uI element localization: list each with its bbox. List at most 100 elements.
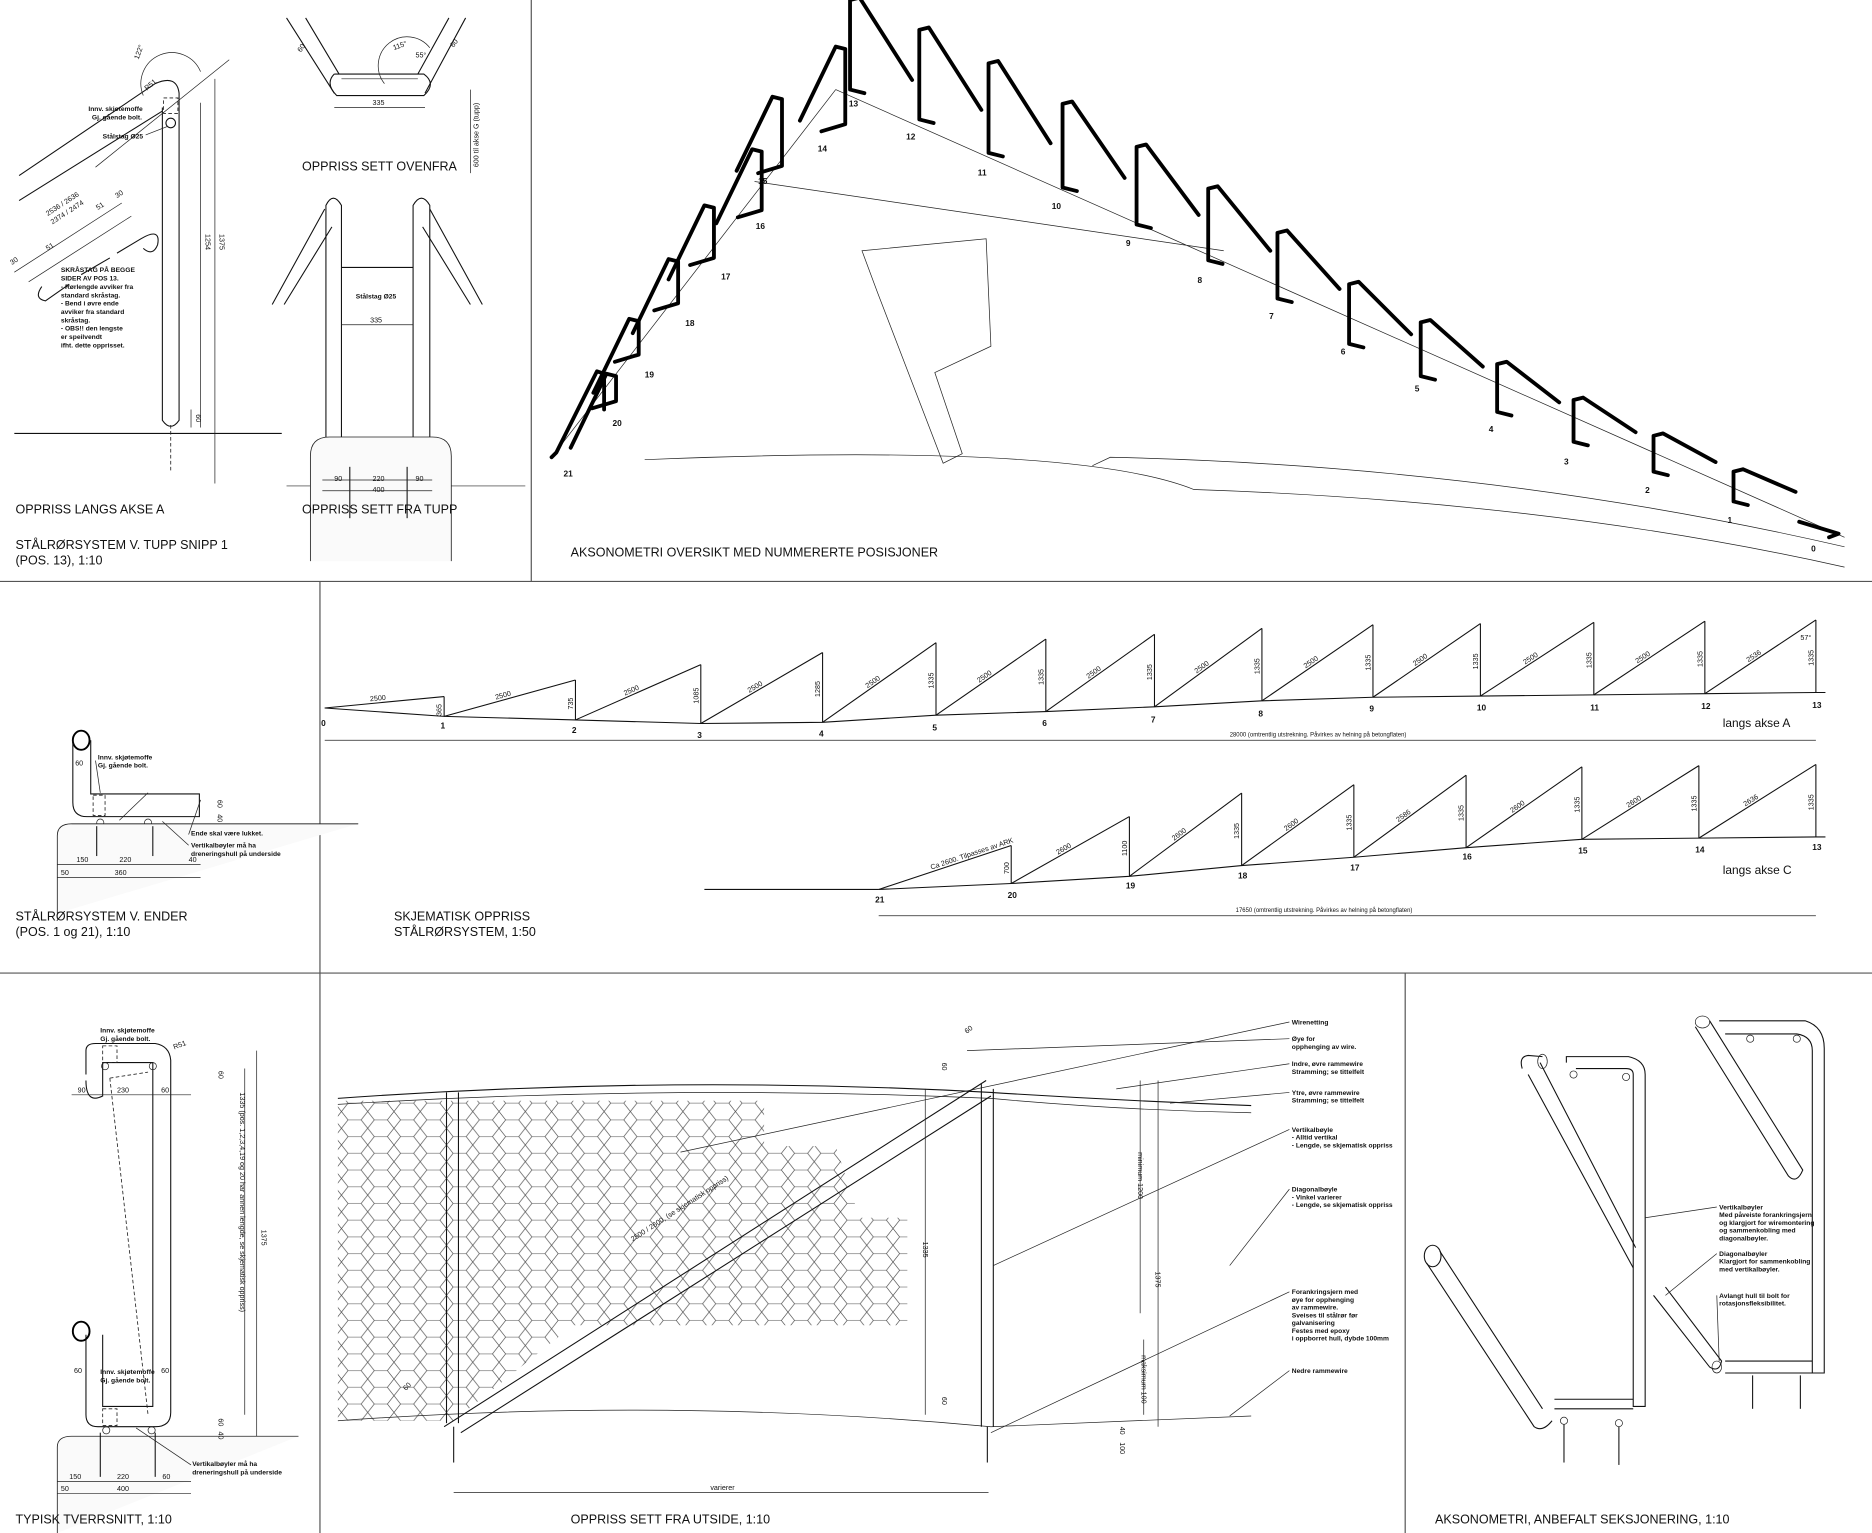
dim-60-low: 60: [940, 1397, 948, 1405]
tube-pos-21: [549, 369, 607, 460]
dim-1335: 1335 (pos. 1,2,3,4,19 og 20 har annen le…: [238, 1092, 246, 1312]
view-tip-title: OPPRISS SETT FRA TUPP: [302, 502, 457, 516]
vertical-dim: 1335: [1696, 651, 1704, 667]
tube-pos-4: [1495, 359, 1562, 418]
position-label: 17: [1350, 862, 1360, 872]
dim-60-top: 60: [963, 1024, 974, 1035]
diagonal-member: [1241, 784, 1355, 867]
schematic-title-2: STÅLRØRSYSTEM, 1:50: [394, 924, 536, 939]
callout-text: Stramming; se tittelfelt: [1292, 1098, 1365, 1105]
position-label: 21: [875, 895, 885, 905]
dim-400: 400: [117, 1485, 129, 1493]
note-sleeve-1: Innv. skjøtemoffe: [88, 106, 143, 113]
callout-text: - Lengde, se skjematisk oppriss: [1292, 1142, 1393, 1149]
diagonal-dim: 2600: [1283, 817, 1301, 833]
callout-text: diagonalbøyler.: [1719, 1235, 1768, 1242]
note-sleeve-2: Gj. gående bolt.: [98, 762, 148, 770]
dim-50: 50: [61, 1485, 69, 1493]
position-label: 1: [1728, 515, 1733, 525]
vertical-dim: 1335: [1458, 805, 1466, 821]
vertical-dim: 1100: [1121, 841, 1129, 856]
note-line: - OBS!! den lengste: [61, 326, 123, 333]
position-label: 5: [1415, 384, 1420, 394]
diagonal-dim: Ca 2600. Tilpasses av ARK: [929, 836, 1014, 871]
tube-pos-2: [1651, 431, 1718, 478]
position-label: 0: [321, 718, 326, 728]
diagonal-member: [443, 679, 576, 717]
position-label: 18: [685, 318, 695, 328]
dim-220: 220: [117, 1473, 129, 1481]
leader-line: [990, 1291, 1290, 1434]
note-line: ifht. dette opprisset.: [61, 342, 125, 349]
leader-line: [1716, 1295, 1720, 1362]
dim-60b: 60: [449, 38, 460, 49]
callout-text: Diagonalbøyle: [1292, 1187, 1338, 1194]
tube-pos-20: [568, 371, 618, 450]
leader-line: [680, 1021, 1290, 1153]
note-bot-2: Gj. gående bolt.: [100, 1377, 150, 1385]
tube-pos-17: [666, 203, 716, 282]
dim-90a: 90: [334, 475, 342, 483]
position-label: 19: [645, 369, 655, 379]
dim-30a: 30: [9, 256, 20, 267]
dim-90: 90: [78, 1086, 86, 1094]
dim-60-b: 60: [162, 1473, 170, 1481]
dim-30b: 30: [114, 189, 125, 200]
dim-90b: 90: [415, 475, 423, 483]
diagonal-member: [1154, 627, 1263, 708]
callout-text: Klargjort for sammenkobling: [1719, 1259, 1810, 1266]
tube-pos-10: [1060, 99, 1127, 193]
tube-pos-13: [848, 0, 915, 96]
position-label: 20: [1008, 890, 1018, 900]
note-line: skråstag.: [61, 316, 90, 324]
position-label: 2: [1645, 485, 1650, 495]
dim-60-top: 60: [216, 1071, 224, 1079]
ender-detail: 150 220 40 50 360 60 60 40 Innv. skjøtem…: [16, 729, 359, 939]
seksjonering-title: AKSONOMETRI, ANBEFALT SEKSJONERING, 1:10: [1435, 1512, 1729, 1526]
callout-text: - Lengde, se skjematisk oppriss: [1292, 1202, 1393, 1209]
callout-text: Festes med epoxy: [1292, 1328, 1350, 1335]
position-label: 10: [1477, 702, 1487, 712]
note-line: - Rørlengde avviker fra: [61, 284, 134, 291]
dim-60a: 60: [296, 43, 307, 54]
dim-51a: 51: [44, 241, 55, 252]
callout-text: - Alltid vertikal: [1292, 1135, 1338, 1142]
callout-text: galvanisering: [1292, 1320, 1335, 1327]
callout-text: i oppborret hull, dybde 100mm: [1292, 1336, 1389, 1343]
vertical-dim: 365: [436, 704, 444, 716]
note-top-2: Gj. gående bolt.: [100, 1035, 150, 1043]
axis-c-label: langs akse C: [1723, 863, 1792, 877]
vertical-dim: 1285: [814, 681, 822, 697]
callout-text: opphenging av wire.: [1292, 1044, 1357, 1051]
vertical-dim: 1335: [1365, 655, 1373, 671]
callout-text: av rammewire.: [1292, 1305, 1339, 1312]
callout-text: Stramming; se tittelfelt: [1292, 1069, 1365, 1076]
vertical-dim: 1335: [928, 673, 936, 689]
dim-60: 60: [75, 759, 83, 767]
callout-text: Avlangt hull til bolt for: [1719, 1293, 1790, 1300]
callout-text: Forankringsjern med: [1292, 1289, 1358, 1296]
dim-60-right: 60: [161, 1086, 169, 1094]
vertical-dim: 1335: [1472, 653, 1480, 669]
dim-1375: 1375: [1154, 1272, 1162, 1288]
position-label: 13: [1812, 700, 1822, 710]
position-label: 7: [1269, 311, 1274, 321]
leader-line: [1645, 1206, 1717, 1219]
diagonal-member: [575, 664, 702, 721]
callout-text: rotasjonsfleksibilitet.: [1719, 1301, 1786, 1308]
tupp-view-tip: 335 Stålstag Ø25 90 220 90 400 OPPRISS S…: [271, 197, 526, 562]
note-drain-2: dreneringshull på underside: [191, 850, 281, 858]
diagonal-member: [1372, 623, 1481, 698]
angle-57: 57°: [1800, 634, 1811, 642]
note-sleeve-2: Gj. gående bolt.: [92, 113, 142, 121]
note-line: er speilvendt: [61, 334, 103, 341]
diagonal-member: [1010, 816, 1130, 884]
dim-335-tip: 335: [370, 316, 382, 324]
position-label: 10: [1052, 201, 1062, 211]
leader-line: [1229, 1370, 1290, 1417]
diagonal-member: [1704, 619, 1817, 695]
callout-text: med vertikalbøyler.: [1719, 1267, 1780, 1274]
